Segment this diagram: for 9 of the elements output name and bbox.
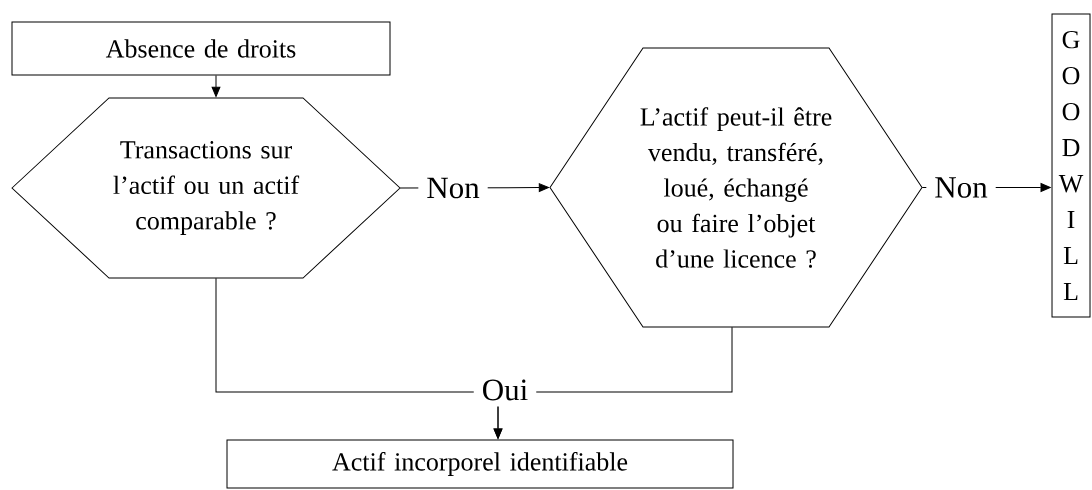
decision-hexagon: L’actif peut-il être vendu, transféré, loué, échangé ou faire l’objet d’une licence ? xyxy=(549,47,923,328)
edge-label: Non xyxy=(418,171,488,205)
decision-hexagon: Transactions sur l’actif ou un actif comparable ? xyxy=(11,97,401,279)
process-box: Actif incorporel identifiable xyxy=(226,439,734,489)
arrow xyxy=(211,75,221,97)
process-box: Absence de droits xyxy=(11,21,391,76)
process-box: G O O D W I L L xyxy=(1051,13,1091,318)
edge-label: Non xyxy=(926,171,996,204)
edge-label: Oui xyxy=(473,373,537,407)
